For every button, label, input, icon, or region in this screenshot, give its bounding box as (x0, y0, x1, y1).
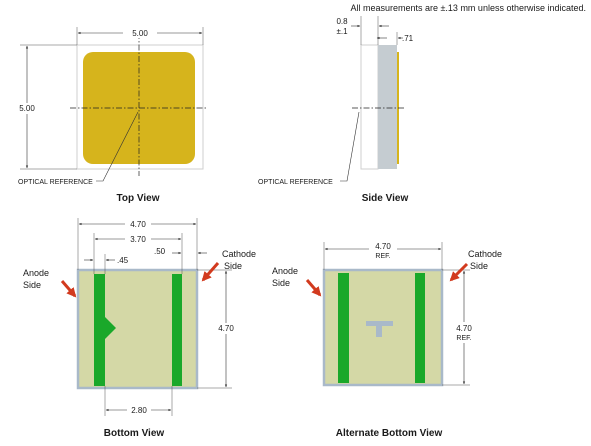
alt-bottom-view-width-ref: REF. (375, 253, 390, 260)
bottom-view-overall-width-label: 4.70 (130, 220, 146, 229)
bottom-view-cathode-label-line1: Cathode (222, 249, 256, 259)
side-view-lens (378, 45, 397, 169)
side-view: 0.8 ±.1 .71 OPTICAL REFERENCE Side View (258, 16, 414, 204)
alt-bottom-view-anode-label-line2: Side (272, 278, 290, 288)
top-view-width-label-bg (123, 27, 157, 38)
top-view-optical-reference-leader (96, 111, 139, 182)
bottom-view-anode-arrow (60, 280, 77, 298)
alt-bottom-view-height-label: 4.70 (456, 324, 472, 333)
bottom-view-pad-width-label: .45 (117, 256, 129, 265)
bottom-view-cathode-pad (172, 274, 182, 386)
alt-bottom-view-width-label-bg (369, 240, 397, 261)
bottom-view-overall-width-label-bg (125, 218, 151, 229)
bottom-view-anode-pad (94, 274, 105, 386)
alt-bottom-view-height-ref: REF. (456, 335, 471, 342)
top-view-height-label-bg (14, 103, 40, 114)
alt-bottom-view-cathode-arrow (449, 262, 469, 282)
alternate-bottom-view: 4.70 REF. 4.70 REF. Anode Side Cathode S… (272, 240, 502, 439)
side-view-height-tolerance: ±.1 (336, 27, 348, 36)
bottom-view-inner-width-label-bg (125, 233, 151, 244)
alt-bottom-view-cathode-label-line2: Side (470, 261, 488, 271)
alt-bottom-view-width-label: 4.70 (375, 242, 391, 251)
top-view: 5.00 5.00 OPTICAL REFERENCE Top View (14, 27, 208, 204)
bottom-view-anode-label-line1: Anode (23, 268, 49, 278)
alt-bottom-view-polarity-mark-stem (376, 321, 382, 337)
alt-bottom-view-anode-label-line1: Anode (272, 266, 298, 276)
side-view-height-label: 0.8 (336, 17, 348, 26)
alt-bottom-view-height-label-bg (451, 322, 477, 343)
bottom-view-cathode-label-line2: Side (224, 261, 242, 271)
bottom-view-title: Bottom View (104, 428, 165, 439)
alt-bottom-view-cathode-label-line1: Cathode (468, 249, 502, 259)
side-view-optical-reference-label: OPTICAL REFERENCE (258, 179, 333, 186)
bottom-view: 4.70 3.70 .50 .45 4.70 2.80 Anode Side C… (23, 218, 256, 439)
bottom-view-anode-label-line2: Side (23, 280, 41, 290)
side-view-substrate (360, 44, 379, 170)
top-view-optical-reference-label: OPTICAL REFERENCE (18, 179, 93, 186)
bottom-view-height-label: 4.70 (218, 324, 234, 333)
top-view-title: Top View (117, 193, 160, 204)
top-view-width-label: 5.00 (132, 29, 148, 38)
bottom-view-height-label-bg (213, 323, 239, 334)
bottom-view-bottom-label-bg (127, 405, 151, 416)
alt-bottom-view-right-pad (415, 273, 425, 383)
top-view-height-label: 5.00 (19, 104, 35, 113)
alt-bottom-view-title: Alternate Bottom View (336, 428, 443, 439)
side-view-optical-reference-leader (340, 111, 360, 182)
alt-bottom-view-anode-arrow (305, 279, 322, 297)
side-view-lens-label: .71 (402, 34, 414, 43)
bottom-view-inner-width-label: 3.70 (130, 235, 146, 244)
bottom-view-pad-gap-label: .50 (154, 247, 166, 256)
tolerance-note: All measurements are ±.13 mm unless othe… (350, 3, 586, 13)
bottom-view-anode-marker (105, 317, 116, 339)
alt-bottom-view-left-pad (338, 273, 349, 383)
side-view-title: Side View (362, 193, 409, 204)
bottom-view-cathode-arrow (201, 262, 220, 282)
bottom-view-bottom-label: 2.80 (131, 406, 147, 415)
